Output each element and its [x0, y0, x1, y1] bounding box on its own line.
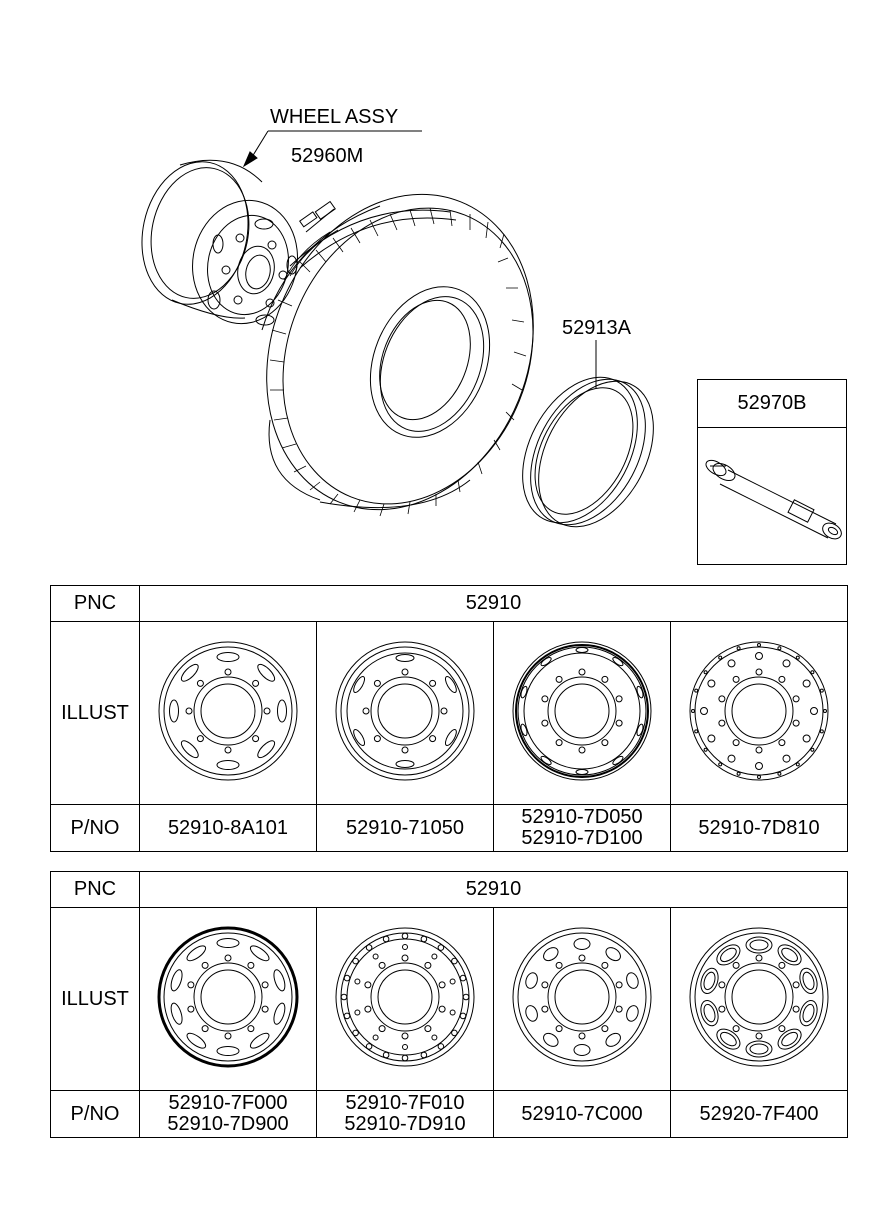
valve-callout: 52960M: [291, 145, 364, 167]
wheel-small-slots-icon: [335, 641, 475, 780]
flap-callout: 52913A: [562, 317, 631, 339]
part-number: 52910-7F010: [345, 1092, 465, 1114]
pno-label: P/NO: [50, 804, 140, 852]
valve-stem: [299, 200, 336, 233]
parts-table-1: PNC 52910 ILLUST P/NO 52910-8A101 52910-…: [50, 585, 848, 852]
pno-label: P/NO: [50, 1090, 140, 1138]
wheel-dotted-holes-icon: [335, 927, 475, 1066]
illust-label: ILLUST: [50, 907, 140, 1091]
part-number: 52920-7F400: [699, 1102, 819, 1125]
part-number-cell: 52910-7D810: [670, 804, 848, 852]
part-number: 52910-7D050: [521, 806, 643, 828]
pnc-label: PNC: [50, 585, 140, 622]
tire: [261, 193, 534, 517]
flap-ring: [522, 340, 654, 528]
wheel-petal-cutouts-icon: [689, 927, 829, 1066]
wheel-round-holes-icon: [689, 641, 829, 780]
wheel-illustration: [139, 621, 317, 805]
pnc-label: PNC: [50, 871, 140, 908]
extension-callout: 52970B: [698, 380, 846, 428]
part-number: 52910-7D900: [167, 1113, 289, 1135]
wheel-oval-slots-icon: [158, 641, 298, 780]
part-number: 52910-7D910: [344, 1113, 466, 1135]
wheel-illustration: [493, 907, 671, 1091]
part-number-cell: 52910-7C000: [493, 1090, 671, 1138]
wheel-assy-leader: [242, 130, 422, 168]
wheel-illustration: [139, 907, 317, 1091]
illust-label: ILLUST: [50, 621, 140, 805]
pnc-value: 52910: [139, 871, 848, 908]
part-number-cell: 52920-7F400: [670, 1090, 848, 1138]
wheel-ring-slots-icon: [512, 641, 652, 780]
wheel-bold-oval-slots-icon: [157, 926, 299, 1067]
wheel-rim: [141, 159, 298, 326]
part-number: 52910-7D100: [521, 827, 643, 849]
pnc-value: 52910: [139, 585, 848, 622]
part-number: 52910-7D810: [698, 816, 820, 839]
part-number: 52910-7C000: [521, 1102, 643, 1125]
wheel-large-oval-holes-icon: [512, 927, 652, 1066]
extension-inset: 52970B: [697, 379, 847, 565]
part-number: 52910-7F000: [168, 1092, 288, 1114]
part-number: 52910-8A101: [167, 816, 289, 839]
wheel-illustration: [316, 621, 494, 805]
part-number-cell: 52910-8A101: [139, 804, 317, 852]
part-number-cell: 52910-71050: [316, 804, 494, 852]
exploded-wheel-diagram: [141, 130, 654, 528]
wheel-illustration: [316, 907, 494, 1091]
valve-extension-drawing: [705, 459, 842, 540]
wheel-assy-label: WHEEL ASSY: [270, 106, 399, 128]
wheel-illustration: [670, 907, 848, 1091]
wheel-illustration: [670, 621, 848, 805]
wheel-illustration: [493, 621, 671, 805]
part-number: 52910-71050: [346, 816, 464, 839]
